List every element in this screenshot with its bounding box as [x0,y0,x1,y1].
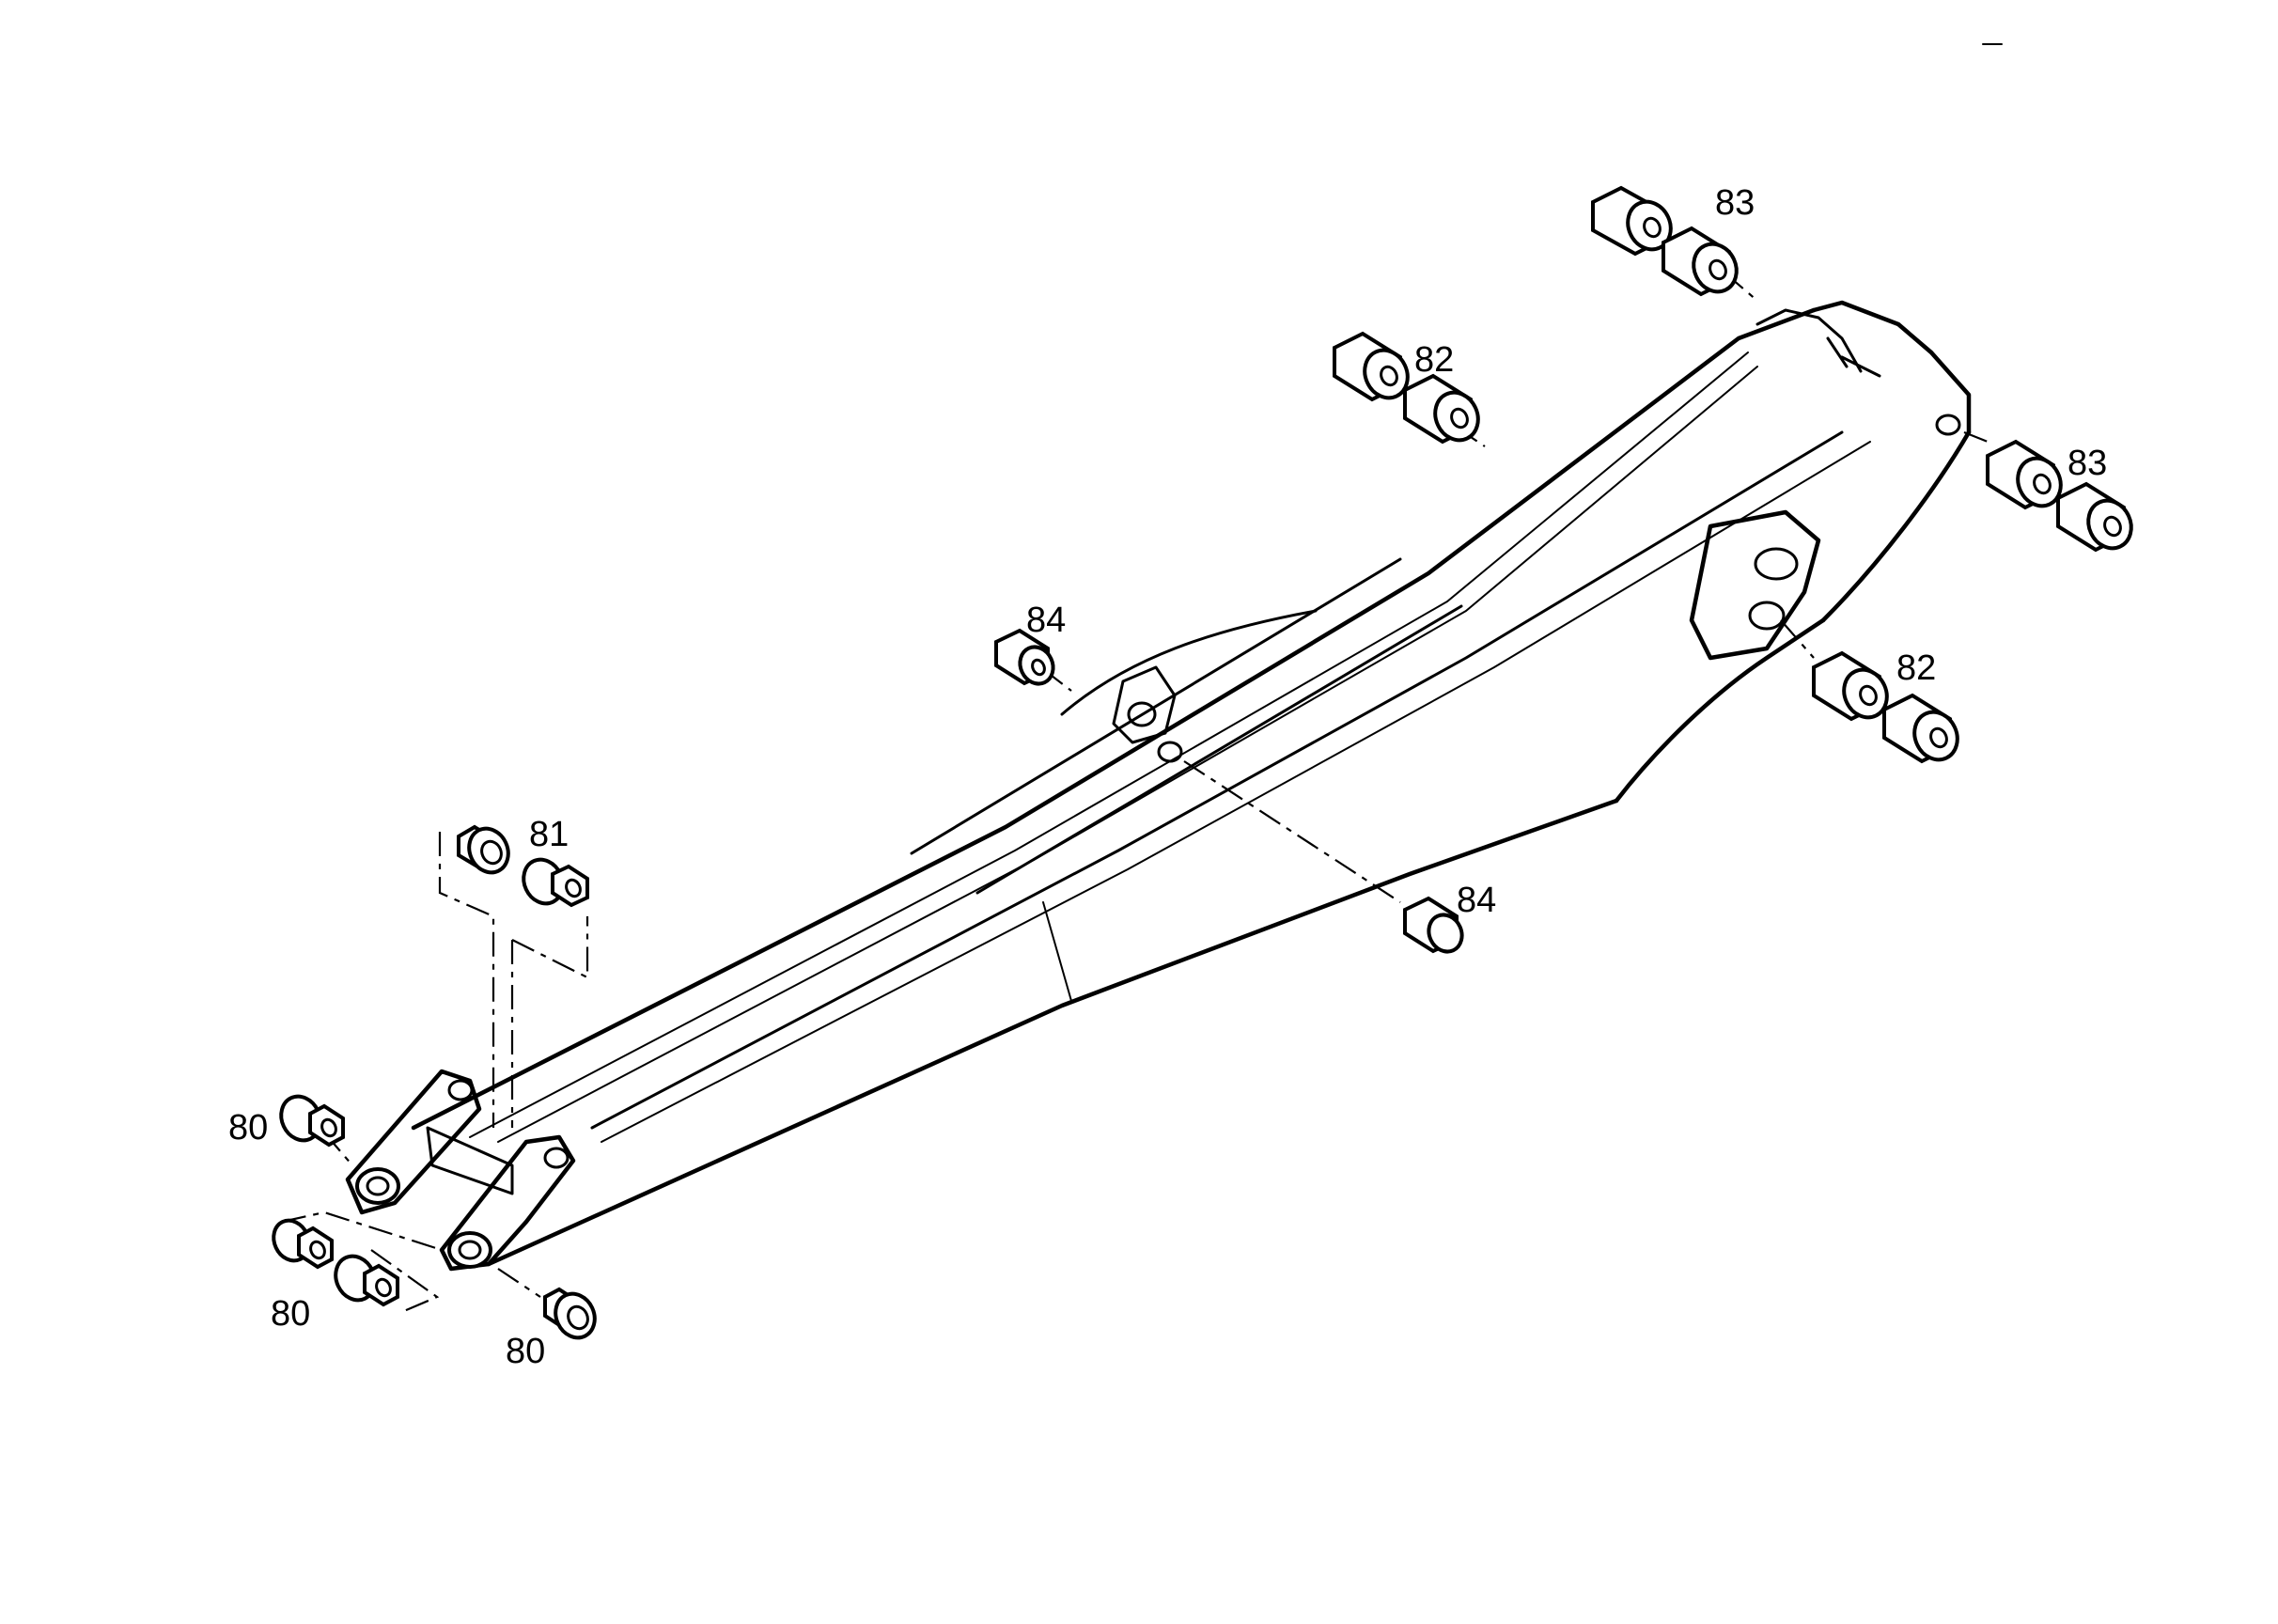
callout-82-right: 82 [1896,648,1936,688]
callout-80-right: 80 [506,1332,545,1371]
front-upper-left-hole [447,1079,474,1101]
leader-lines [281,272,1989,1313]
boom-side-rib [601,441,1871,1143]
boom-side-top-edge [590,430,1844,1130]
callout-81: 81 [529,815,569,854]
boom-top-edge [411,307,1817,1131]
mid-mount-hole [1127,701,1157,727]
callout-83-right: 83 [2067,444,2107,483]
boom-top-flange [469,351,1749,1138]
front-right-eye-bore [458,1240,482,1260]
pin-80-right [543,1287,597,1340]
callout-80-lower: 80 [271,1294,310,1334]
leader-80-right [497,1268,541,1298]
bushing-82-right-b [1882,693,1959,764]
bushing-82-right-a [1812,650,1889,722]
leader-84-bottom [1183,760,1401,903]
mid-side-hole [1157,741,1183,763]
callout-82-top: 82 [1414,340,1454,380]
rear-bracket-hole [1748,601,1786,631]
boom-rear-fork [1755,308,1881,378]
pin-81-b [522,857,589,908]
leader-81-b [511,916,589,979]
mid-mount-lug [1112,665,1177,744]
boom-arm [345,300,1972,1272]
leader-80-lower-a [281,1210,443,1252]
bushing-82-top-a [1333,331,1410,402]
boom-rear-end [1811,300,1972,435]
callout-84-bottom: 84 [1457,881,1496,920]
bushing-83-top-b [1662,226,1739,297]
leader-81-a [438,832,495,1128]
front-left-eye-bore [366,1176,390,1196]
bushing-84-bottom [1403,896,1464,954]
mid-rib-curve [1060,609,1318,716]
rear-bracket-plate [1689,509,1821,661]
leader-83-right [1963,430,1989,444]
leader-80-lower-b [370,1249,440,1313]
mid-rib-left [910,557,1402,855]
callout-83-top: 83 [1715,183,1755,223]
bushing-83-top-a [1591,185,1673,257]
callout-80-left: 80 [228,1108,268,1148]
boom-belly-curve [1614,617,1826,804]
callout-84-top: 84 [1026,601,1066,640]
rear-pin-eye [1935,414,1961,436]
pin-80-lower-a [272,1218,334,1270]
rear-bracket-upper-hole [1754,547,1799,581]
bushing-83-right-a [1986,439,2063,510]
pin-81-a [457,824,510,875]
front-cross-tube [426,1126,514,1195]
bushing-84-top [994,628,1055,686]
pin-80-lower-b [334,1254,399,1307]
leader-82-right [1780,619,1815,659]
stiffener-line [1042,901,1072,1002]
boom-top-flange-inner [497,366,1758,1143]
pin-80-left [279,1094,345,1148]
bushing-83-right-b [2056,481,2133,553]
bushing-82-top-b [1403,373,1480,445]
mid-rib-right [975,604,1463,895]
front-fork-left-plate [345,1069,482,1215]
front-upper-right-hole [543,1147,570,1169]
front-fork-right-plate [439,1134,576,1272]
boom-bottom-edge [486,798,1619,1267]
boom-rear-curve [1820,429,1972,623]
